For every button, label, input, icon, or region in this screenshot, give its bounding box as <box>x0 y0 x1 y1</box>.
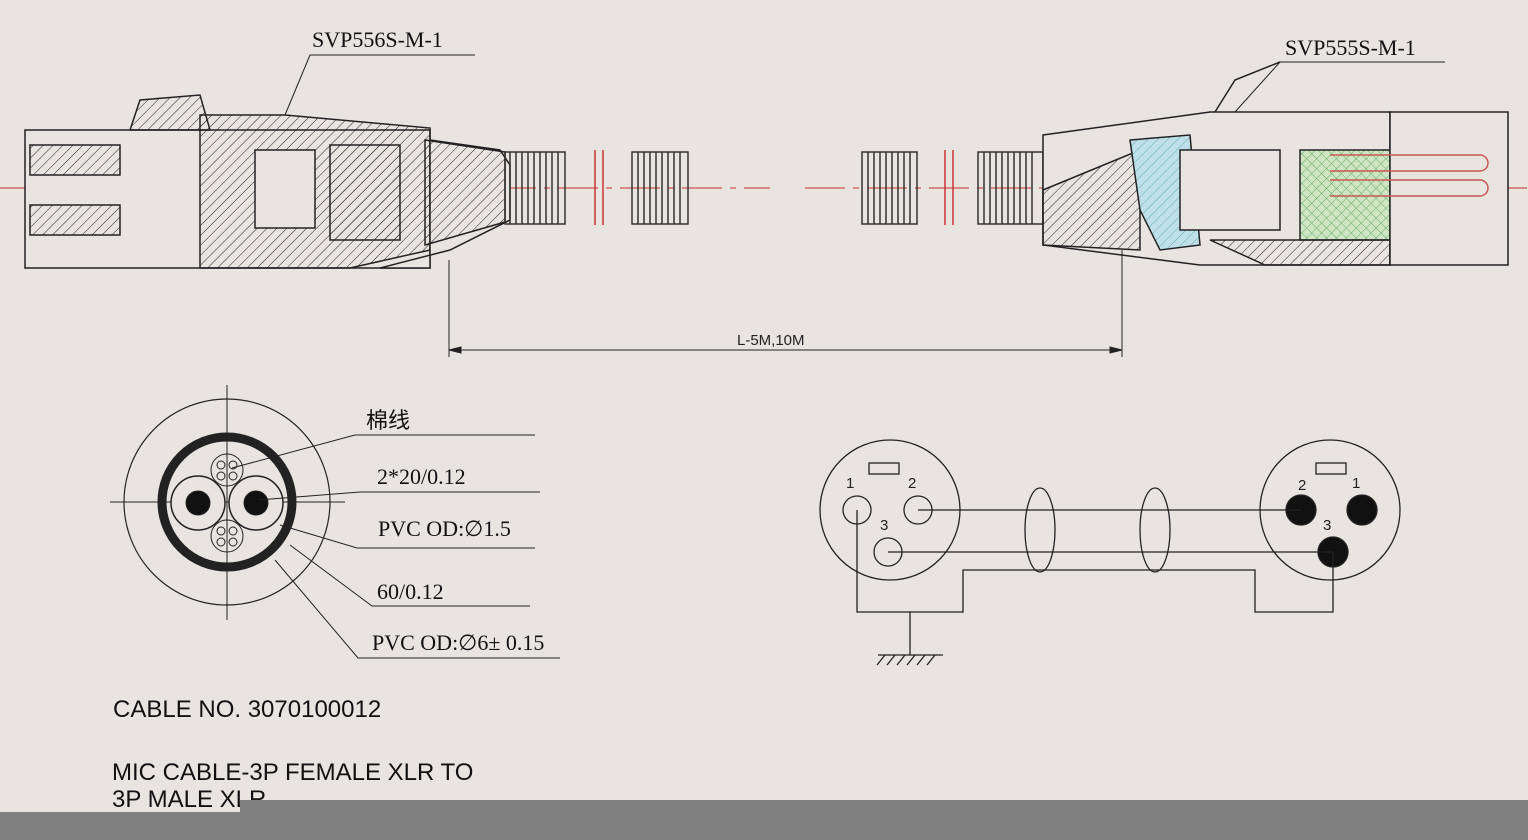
callout-conductor: 2*20/0.12 <box>377 464 466 489</box>
male-pin-2: 2 <box>1298 477 1306 494</box>
callout-insulation: PVC OD:∅1.5 <box>378 516 511 541</box>
female-pin-3: 3 <box>880 517 888 534</box>
cable-description-line1: MIC CABLE-3P FEMALE XLR TO <box>112 759 474 786</box>
callout-jacket: PVC OD:∅6± 0.15 <box>372 630 544 655</box>
length-label: L-5M,10M <box>737 332 805 349</box>
wiring-schematic <box>819 439 1401 666</box>
length-dimension <box>448 250 1123 357</box>
male-xlr-connector <box>861 61 1509 266</box>
bottom-bar <box>0 812 1528 840</box>
female-pin-2: 2 <box>908 475 916 492</box>
male-pin-1: 1 <box>1352 475 1360 492</box>
male-part-label: SVP555S-M-1 <box>1285 35 1416 60</box>
leader-female <box>284 54 475 116</box>
female-pin-1: 1 <box>846 475 854 492</box>
female-xlr-connector <box>24 94 689 269</box>
callout-cotton: 棉线 <box>366 408 410 433</box>
bottom-bar-top <box>240 800 1528 812</box>
leader-male <box>1234 61 1445 113</box>
cable-callouts: 棉线 2*20/0.12 PVC OD:∅1.5 60/0.12 PVC OD:… <box>366 408 544 655</box>
cable-coil-left <box>504 151 689 225</box>
cable-number: CABLE NO. 3070100012 <box>113 696 382 723</box>
cable-cross-section <box>110 385 560 659</box>
male-pin-3: 3 <box>1323 517 1331 534</box>
callout-shield: 60/0.12 <box>377 579 444 604</box>
female-part-label: SVP556S-M-1 <box>312 27 443 52</box>
